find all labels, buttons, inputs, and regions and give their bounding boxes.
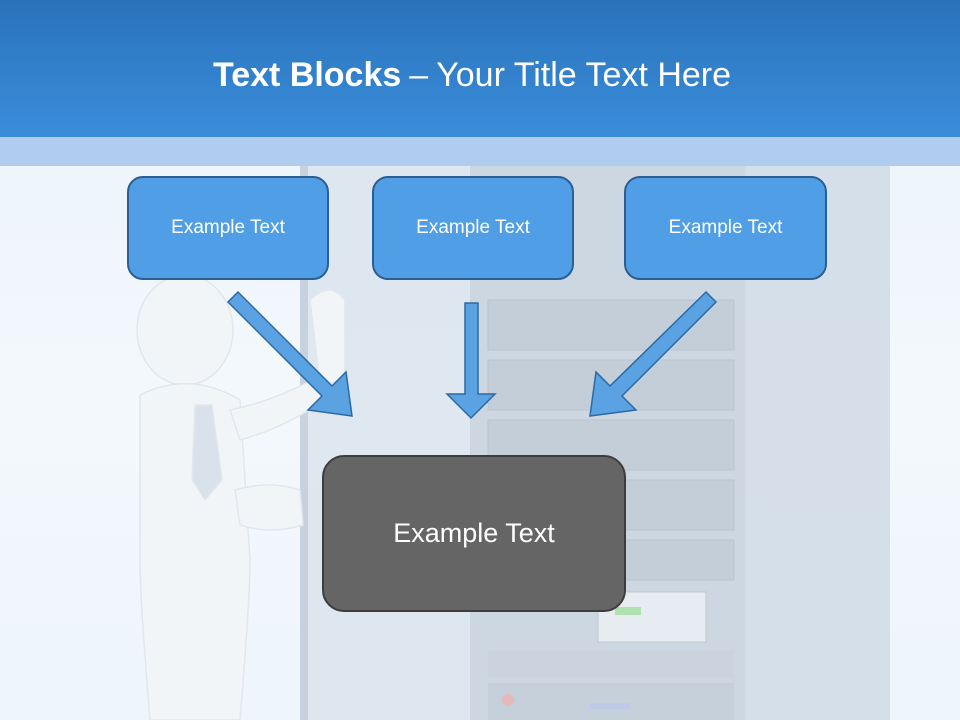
title-bold-part: Text Blocks <box>212 56 402 94</box>
person-illustration <box>136 274 347 720</box>
text-block-3-label: Example Text <box>668 217 783 238</box>
slide-title: Text Blocks–Your Title Text Here <box>0 52 944 98</box>
arrow-down-right-icon[interactable] <box>226 290 353 417</box>
title-bar <box>0 0 960 137</box>
arrow-down-left-icon[interactable] <box>589 290 718 417</box>
title-accent-band <box>0 137 960 166</box>
main-text-block[interactable]: Example Text <box>322 455 626 612</box>
text-block-1[interactable]: Example Text <box>127 176 329 280</box>
title-rest: Your Title Text Here <box>436 56 732 94</box>
text-block-3[interactable]: Example Text <box>624 176 827 280</box>
text-block-2-label: Example Text <box>416 217 530 238</box>
text-block-1-label: Example Text <box>171 217 285 238</box>
arrow-down-icon[interactable] <box>445 302 497 420</box>
text-block-2[interactable]: Example Text <box>372 176 574 280</box>
main-text-block-label: Example Text <box>393 518 555 548</box>
title-separator: – <box>409 56 429 94</box>
